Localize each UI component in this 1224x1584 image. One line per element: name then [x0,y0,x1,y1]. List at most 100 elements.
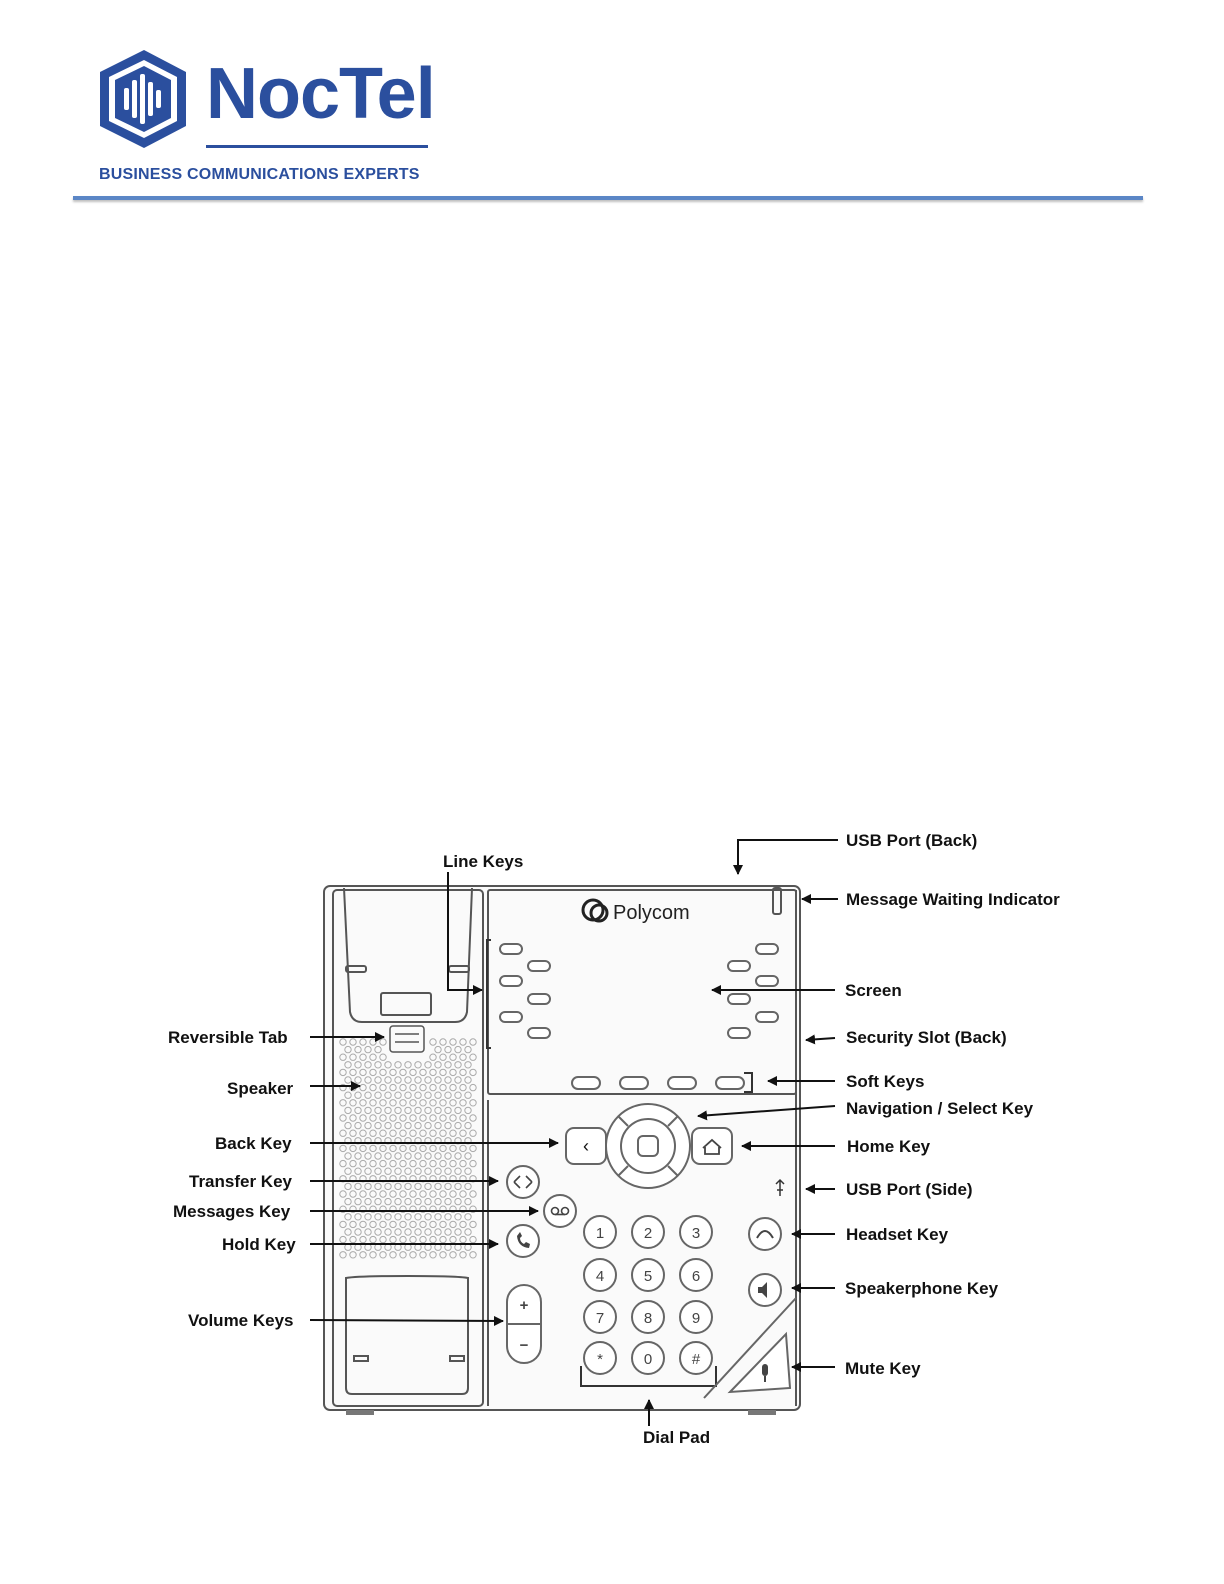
grille-hole [409,1220,417,1229]
select-key[interactable] [637,1135,659,1157]
soft-key[interactable] [571,1076,601,1090]
grille-hole [399,1144,407,1153]
dial-key[interactable] [679,1300,713,1334]
grille-hole [449,1083,457,1092]
grille-hole [454,1197,462,1206]
grille-hole [374,1061,382,1069]
soft-key[interactable] [715,1076,745,1090]
grille-hole [434,1121,442,1130]
dial-key[interactable] [679,1258,713,1292]
dial-key[interactable] [679,1341,713,1375]
grille-hole [369,1235,377,1244]
line-key[interactable] [755,975,779,987]
grille-hole [429,1175,437,1183]
grille-hole [404,1152,412,1160]
dial-key[interactable] [631,1300,665,1334]
dial-key[interactable] [583,1215,617,1249]
soft-key[interactable] [619,1076,649,1090]
volume-down-key[interactable]: − [520,1337,529,1354]
noctel-logo-icon [100,50,186,148]
line-key[interactable] [527,960,551,972]
line-key[interactable] [499,975,523,987]
grille-hole [449,1144,457,1153]
grille-hole [469,1114,477,1122]
dial-key[interactable] [679,1215,713,1249]
grille-hole [459,1083,467,1092]
grille-hole [389,1205,397,1213]
transfer-key[interactable] [506,1165,540,1199]
grille-hole [364,1228,372,1236]
soft-key[interactable] [667,1076,697,1090]
grille-hole [414,1152,422,1160]
grille-hole [339,1144,347,1153]
grille-hole [359,1235,367,1244]
callout-usb-back: USB Port (Back) [846,831,977,850]
grille-hole [349,1129,357,1137]
call-keys [506,1165,577,1258]
dial-key[interactable] [631,1215,665,1249]
grille-hole [394,1091,402,1099]
grille-hole [434,1167,442,1175]
grille-hole [434,1213,442,1221]
dial-key-label: 0 [644,1351,652,1368]
grille-hole [354,1213,362,1221]
dial-key[interactable] [631,1258,665,1292]
line-key[interactable] [727,1027,751,1039]
grille-hole [444,1091,452,1099]
line-key[interactable] [527,993,551,1005]
grille-hole [344,1213,352,1221]
grille-hole [459,1175,467,1183]
dial-key[interactable] [631,1341,665,1375]
grille-hole [394,1137,402,1145]
grille-hole [414,1076,422,1084]
grille-hole [404,1121,412,1130]
grille-hole [449,1205,457,1213]
callout-navigation: Navigation / Select Key [846,1099,1034,1118]
grille-hole [454,1167,462,1175]
grille-hole [469,1190,477,1198]
line-key[interactable] [499,943,523,955]
hold-key[interactable] [506,1224,540,1258]
grille-hole [434,1197,442,1206]
mute-key[interactable] [727,1331,792,1394]
grille-hole [409,1190,417,1198]
grille-hole [349,1251,357,1259]
dial-key[interactable] [583,1300,617,1334]
grille-hole [394,1228,402,1236]
line-key[interactable] [727,993,751,1005]
grille-hole [384,1197,392,1206]
grille-hole [459,1159,467,1168]
grille-hole [459,1190,467,1198]
grille-hole [439,1083,447,1092]
grille-hole [364,1167,372,1175]
grille-hole [349,1159,357,1168]
dial-key[interactable] [583,1258,617,1292]
home-key[interactable] [691,1127,733,1165]
grille-hole [379,1053,387,1061]
grille-hole [464,1045,472,1054]
line-key[interactable] [755,1011,779,1023]
grille-hole [414,1228,422,1236]
line-key[interactable] [755,943,779,955]
grille-hole [439,1099,447,1107]
volume-up-key[interactable]: + [520,1297,529,1314]
messages-key[interactable] [543,1194,577,1228]
line-key[interactable] [499,1011,523,1023]
line-key[interactable] [727,960,751,972]
grille-hole [464,1137,472,1145]
headset-icon [756,1230,774,1239]
grille-hole [424,1061,432,1069]
grille-hole [449,1129,457,1137]
grille-hole [409,1205,417,1213]
grille-hole [429,1220,437,1229]
grille-hole [344,1197,352,1206]
grille-hole [399,1220,407,1229]
grille-hole [389,1099,397,1107]
grille-hole [414,1213,422,1221]
grille-hole [344,1228,352,1236]
dial-key[interactable] [583,1341,617,1375]
grille-hole [429,1099,437,1107]
headset-key[interactable] [748,1217,782,1251]
grille-hole [449,1038,457,1046]
line-key[interactable] [527,1027,551,1039]
